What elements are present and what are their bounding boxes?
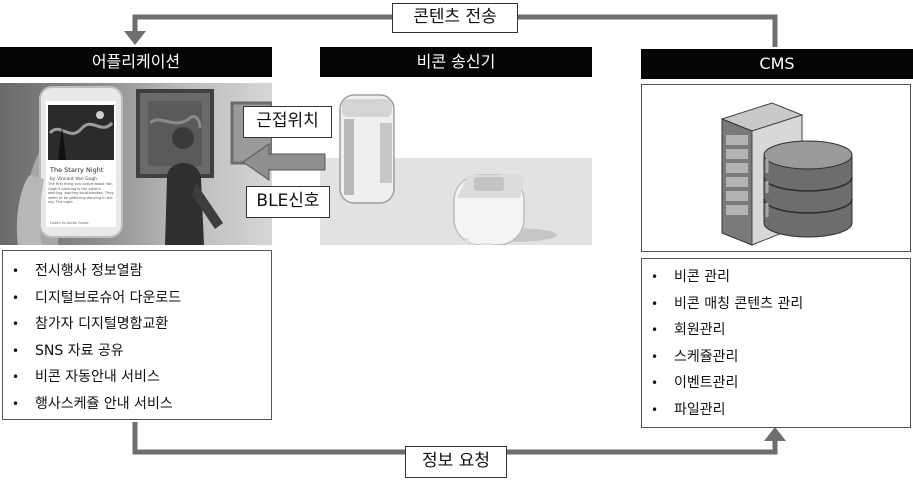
cms-feature-box: 비콘 관리 비콘 매칭 콘텐츠 관리 회원관리 스케쥴관리 이벤트관리 파일관리 [641,258,911,428]
phone-card-link: Listen to Audio Guide [50,221,89,225]
app-feature-item: 디지털브로슈어 다운로드 [3,285,271,312]
proximity-label: 근접위치 [243,106,332,138]
app-feature-box: 전시행사 정보열람 디지털브로슈어 다운로드 참가자 디지털명함교환 SNS 자… [2,250,272,420]
ble-arrow-icon [243,143,326,181]
cms-feature-list: 비콘 관리 비콘 매칭 콘텐츠 관리 회원관리 스케쥴관리 이벤트관리 파일관리 [642,264,910,423]
cms-header: CMS [641,49,913,79]
cms-image-box [641,84,911,252]
ble-signal-label: BLE신호 [246,186,330,218]
beacon-photo: bp [320,83,592,245]
cms-feature-item: 파일관리 [642,397,910,424]
phone-card-artist: by Vincent Van Gogh [50,176,97,182]
phone-card-title: The Starry Night [49,166,104,174]
cms-feature-item: 회원관리 [642,317,910,344]
small-beacon-icon [339,94,395,204]
app-header: 어플리케이션 [0,47,272,77]
bottom-flow-label: 정보 요청 [405,446,507,478]
app-feature-item: 비콘 자동안내 서비스 [3,364,271,391]
phone-card-text: The first thing you notice about Van Gog… [48,182,114,205]
large-beacon-icon: bp [453,174,557,245]
app-feature-item: 참가자 디지털명함교환 [3,311,271,338]
cms-feature-item: 스케쥴관리 [642,344,910,371]
top-flow-arrowhead [124,31,146,45]
cms-feature-item: 비콘 매칭 콘텐츠 관리 [642,291,910,318]
cms-feature-item: 이벤트관리 [642,370,910,397]
app-feature-item: 전시행사 정보열람 [3,258,271,285]
cms-feature-item: 비콘 관리 [642,264,910,291]
top-flow-label: 콘텐츠 전송 [392,3,518,33]
app-feature-item: 행사스케쥴 안내 서비스 [3,391,271,418]
beacon-header: 비콘 송신기 [320,47,592,77]
database-icon [763,140,853,238]
app-feature-list: 전시행사 정보열람 디지털브로슈어 다운로드 참가자 디지털명함교환 SNS 자… [3,258,271,417]
beacon-device-logo: bp [463,236,495,245]
app-feature-item: SNS 자료 공유 [3,338,271,365]
bottom-flow-arrowhead [764,427,786,441]
app-photo: The Starry Night by Vincent Van Gogh The… [0,83,272,245]
